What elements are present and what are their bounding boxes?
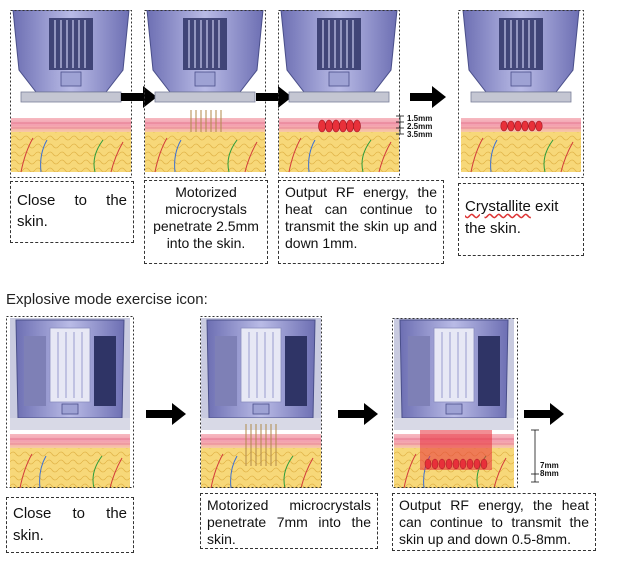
bottom-caption-3: Output RF energy, the heat can continue … xyxy=(392,493,596,551)
bottom-caption-3-text: Output RF energy, the heat can continue … xyxy=(399,497,589,547)
bottom-caption-2-text: Motorized microcrystals penetrate 7mm in… xyxy=(207,497,371,547)
top-panel-1 xyxy=(10,10,132,178)
bottom-panel-1-illustration xyxy=(6,316,134,488)
bottom-depth-labels: 7mm 8mm xyxy=(540,462,559,478)
top-panel-1-illustration xyxy=(10,10,132,178)
arrow-right-icon xyxy=(121,86,157,113)
bottom-caption-1: Close to the skin. xyxy=(6,497,134,553)
bottom-panel-3 xyxy=(392,318,542,488)
top-caption-3: Output RF energy, the heat can continue … xyxy=(278,180,444,264)
top-caption-2: Motorized microcrystals penetrate 2.5mm … xyxy=(144,180,268,264)
bottom-panel-2-illustration xyxy=(200,316,322,488)
arrow-right-icon xyxy=(256,86,292,113)
depth-label: 1.5mm xyxy=(407,114,433,123)
top-depth-labels: 1.5mm 2.5mm 3.5mm xyxy=(407,115,432,139)
depth-label: 3.5mm xyxy=(407,130,433,139)
bottom-panel-1 xyxy=(6,316,134,488)
depth-label: 2.5mm xyxy=(407,122,433,131)
top-caption-4-text: exit the skin. xyxy=(465,198,559,237)
depth-label: 7mm xyxy=(540,461,559,470)
top-panel-4-illustration xyxy=(458,10,584,178)
top-caption-4-word: Crystallite xyxy=(465,198,531,215)
top-caption-1-text: Close to the skin. xyxy=(17,192,127,230)
top-panel-3 xyxy=(278,10,414,178)
top-caption-1: Close to the skin. xyxy=(10,181,134,243)
top-panel-2-illustration xyxy=(144,10,266,178)
top-caption-4: Crystallite exit the skin. xyxy=(458,183,584,256)
depth-label: 8mm xyxy=(540,469,559,478)
top-panel-3-illustration xyxy=(278,10,404,178)
top-caption-2-text: Motorized microcrystals penetrate 2.5mm … xyxy=(153,184,259,251)
arrow-right-icon xyxy=(410,86,446,113)
top-panel-2 xyxy=(144,10,266,178)
arrow-right-icon xyxy=(524,403,564,430)
top-panel-4 xyxy=(458,10,584,178)
bottom-caption-1-text: Close to the skin. xyxy=(13,505,127,544)
arrow-right-icon xyxy=(338,403,378,430)
bottom-caption-2: Motorized microcrystals penetrate 7mm in… xyxy=(200,493,378,549)
arrow-right-icon xyxy=(146,403,186,430)
bottom-panel-3-illustration xyxy=(392,318,539,488)
section-heading: Explosive mode exercise icon: xyxy=(6,291,208,308)
top-caption-3-text: Output RF energy, the heat can continue … xyxy=(285,184,437,251)
bottom-panel-2 xyxy=(200,316,322,488)
